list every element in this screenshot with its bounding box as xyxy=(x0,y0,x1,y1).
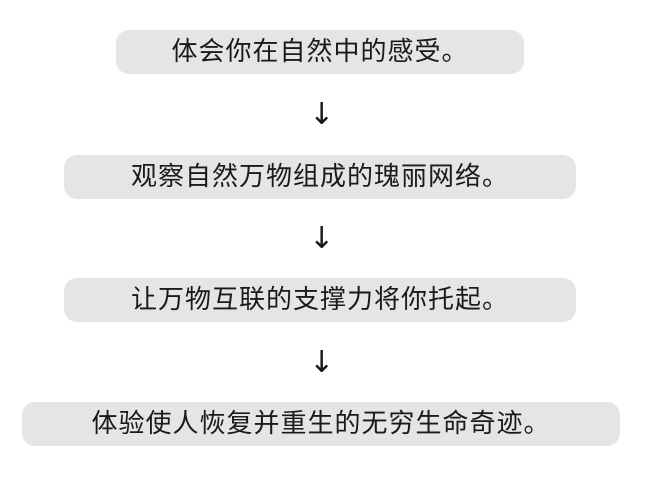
step-4-box: 体验使人恢复并重生的无穷生命奇迹。 xyxy=(22,402,620,446)
step-1-box: 体会你在自然中的感受。 xyxy=(116,30,524,74)
step-2-box: 观察自然万物组成的瑰丽网络。 xyxy=(64,155,576,199)
down-arrow-icon: ↓ xyxy=(309,345,335,380)
down-arrow-icon: ↓ xyxy=(309,221,335,256)
down-arrow-icon: ↓ xyxy=(309,97,335,132)
step-3-box: 让万物互联的支撑力将你托起。 xyxy=(64,278,576,322)
